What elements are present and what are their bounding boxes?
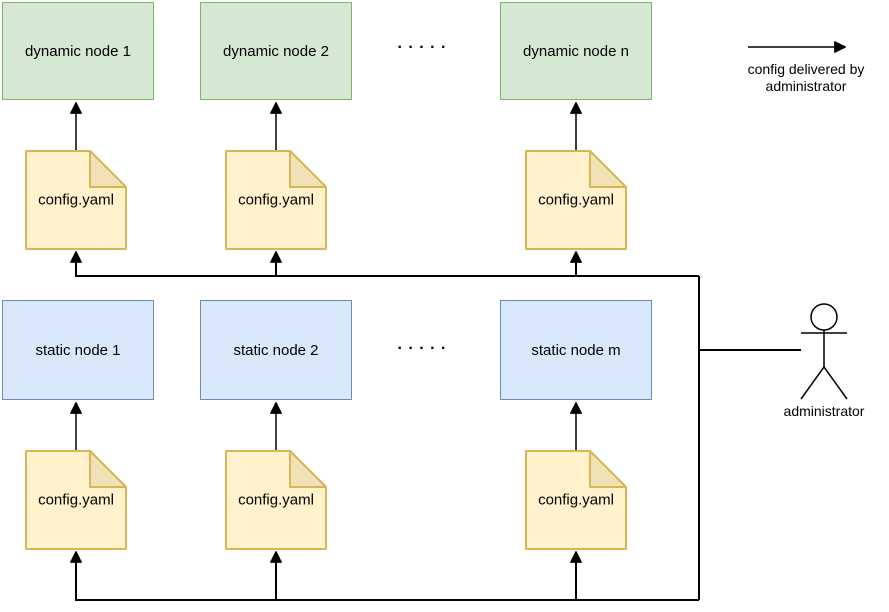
legend-caption-line1: config delivered by [747,61,865,77]
config-file-label: config.yaml [538,191,614,209]
dynamic-node-2: dynamic node 2 [200,2,352,100]
static-node-2: static node 2 [200,300,352,400]
arrows-config-to-static-nodes [70,401,582,450]
dynamic-node-1-label: dynamic node 1 [25,42,131,60]
arrows-config-to-dynamic-nodes [70,101,582,150]
document-icon [25,450,127,550]
config-file-label: config.yaml [38,491,114,509]
document-icon [225,150,327,250]
config-file-static-2: config.yaml [225,450,327,550]
config-file-dynamic-1: config.yaml [25,150,127,250]
static-node-m: static node m [500,300,652,400]
config-file-label: config.yaml [238,491,314,509]
figure-head [810,303,838,331]
config-file-static-1: config.yaml [25,450,127,550]
config-file-label: config.yaml [238,191,314,209]
config-file-dynamic-n: config.yaml [525,150,627,250]
ellipsis-static-row: . . . . . [397,336,447,353]
document-icon [525,450,627,550]
administrator-label: administrator [783,403,865,419]
administrator-figure-icon [800,303,848,400]
config-file-label: config.yaml [38,191,114,209]
ellipsis-dynamic-row: . . . . . [397,35,447,52]
admin-distribution-lines [70,250,801,601]
static-node-2-label: static node 2 [233,341,319,359]
dynamic-node-n-label: dynamic node n [523,42,629,60]
config-file-label: config.yaml [538,491,614,509]
config-file-static-m: config.yaml [525,450,627,550]
static-node-1-label: static node 1 [35,341,121,359]
figure-right-leg [823,366,848,400]
config-file-dynamic-2: config.yaml [225,150,327,250]
mid-line-to-config-1 [70,250,699,277]
static-node-m-label: static node m [531,341,621,359]
legend-caption: config delivered by administrator [716,61,889,95]
static-node-1: static node 1 [2,300,154,400]
dynamic-node-1: dynamic node 1 [2,2,154,100]
bottom-line-to-config-1 [70,550,699,601]
document-icon [25,150,127,250]
document-icon [525,150,627,250]
legend-caption-line2: administrator [765,78,847,94]
dynamic-node-2-label: dynamic node 2 [223,42,329,60]
dynamic-node-n: dynamic node n [500,2,652,100]
document-icon [225,450,327,550]
figure-left-leg [800,366,825,400]
